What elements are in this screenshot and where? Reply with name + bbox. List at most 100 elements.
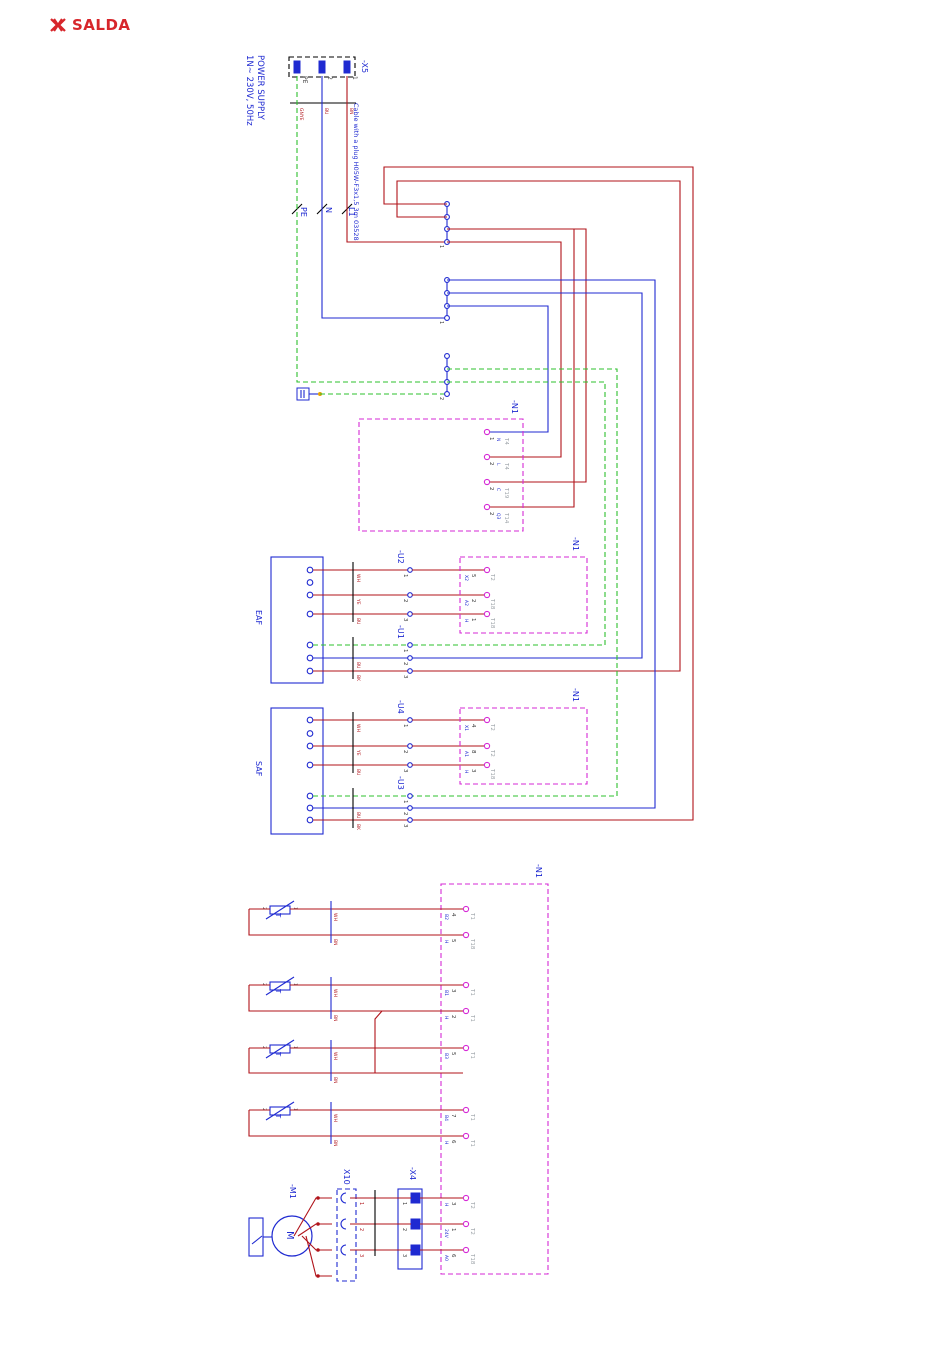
- saf-ctrl-num: 8: [470, 750, 476, 754]
- x10-pin-num: 3: [358, 1254, 364, 1257]
- sensor-t: T1: [469, 1113, 475, 1121]
- saf-port: [306, 730, 314, 737]
- saf-pow-color: BK: [355, 824, 361, 831]
- x5-pin-label: 2: [326, 76, 333, 80]
- motor-term: [462, 1220, 470, 1228]
- thermistor-slash: [265, 900, 295, 920]
- sensor-t: T18: [469, 938, 475, 950]
- saf-box: [270, 707, 324, 835]
- controller-terminal-t: T19: [503, 487, 509, 499]
- x5-connector-box: [288, 56, 356, 78]
- eaf-port: [306, 610, 314, 618]
- x4-pin-num: 2: [401, 1228, 407, 1231]
- x5-pin-label: PE: [301, 76, 308, 84]
- motor-term-t: T2: [469, 1201, 475, 1209]
- sensor-term: [462, 905, 470, 913]
- sensor-wire-color: BN: [332, 1077, 338, 1083]
- x10-pin-num: 1: [358, 1202, 364, 1205]
- sensor-term: [462, 1132, 470, 1140]
- x4-label: -X4: [408, 1167, 417, 1180]
- sensor-t: T1: [469, 988, 475, 996]
- sensor-wire-color: BN: [332, 1015, 338, 1021]
- thermistor-symbol: T: [274, 912, 282, 918]
- saf-ctrl-term: [483, 716, 491, 724]
- motor-lead-dot: [316, 1222, 320, 1226]
- eaf-ctrl-node: [407, 592, 413, 598]
- x10-label: X10: [342, 1169, 351, 1185]
- brand-name: SALDA: [72, 16, 131, 34]
- saf-ctrl-term: [483, 742, 491, 750]
- eaf-port: [306, 641, 314, 649]
- motor-term-t: T2: [469, 1227, 475, 1235]
- sensor-wire: [248, 1110, 463, 1137]
- x10-socket: [340, 1244, 347, 1256]
- thermistor-slash: [265, 976, 295, 996]
- eaf-pow-color: BK: [355, 675, 361, 682]
- saf-label: SAF: [254, 761, 263, 777]
- sensor-num: 7: [450, 1114, 456, 1118]
- eaf-ctrl-num: 1: [470, 618, 476, 622]
- l-to-c: [447, 228, 587, 483]
- eaf-ctrl-t: T2: [489, 573, 495, 581]
- controller-terminal-sig: C: [495, 488, 501, 491]
- saf-port: [306, 792, 314, 800]
- sensor-num: 5: [450, 939, 456, 943]
- motor-term: [462, 1194, 470, 1202]
- pe-label: PE: [299, 207, 308, 217]
- eaf-port: [306, 566, 314, 574]
- motor-term-sig: A0: [443, 1255, 449, 1261]
- saf-ctrl-node: [407, 717, 413, 723]
- l1-label: L1: [347, 207, 356, 217]
- motor-term-num: 6: [450, 1254, 456, 1258]
- l-to-saf: [383, 166, 694, 821]
- sensor-wire-color: WH: [332, 913, 338, 921]
- eaf-pow-node: [407, 655, 413, 661]
- sensor-n1-box: [440, 883, 549, 1275]
- pe-wire: [296, 76, 447, 383]
- eaf-u-pow: -U1: [396, 625, 405, 639]
- terminal-number: 1: [438, 321, 444, 324]
- eaf-box: [270, 556, 324, 684]
- wire-color-gnye: GNYE: [298, 108, 304, 121]
- saf-ctrl-pin: 1: [402, 724, 408, 728]
- motor-lead-dot: [316, 1274, 320, 1278]
- x5-pin-1: [293, 60, 301, 74]
- n-wire: [321, 76, 447, 319]
- eaf-ctrl-t: T18: [489, 617, 495, 629]
- motor-term-sig: H: [443, 1203, 449, 1206]
- saf-ctrl-t: T18: [489, 768, 495, 780]
- saf-u-pow: -U3: [396, 776, 405, 790]
- pe-to-saf: [412, 368, 618, 797]
- controller-terminal-t: T4: [503, 437, 509, 445]
- sensor-sig: B2: [443, 914, 449, 920]
- x5-label: -X5: [360, 60, 369, 73]
- motor-circle: [271, 1215, 313, 1257]
- thermistor-symbol: T: [274, 988, 282, 994]
- saf-n1-label: -N1: [571, 688, 580, 702]
- sensor-num: 4: [450, 913, 456, 917]
- saf-ctrl-sig: H: [463, 770, 469, 773]
- eaf-port: [306, 654, 314, 662]
- sensor-num: 6: [450, 1140, 456, 1144]
- sensor-term: [462, 931, 470, 939]
- motor-term: [462, 1246, 470, 1254]
- eaf-n1-label: -N1: [571, 537, 580, 551]
- sensor-sig: H: [443, 1016, 449, 1019]
- sensor-t: T1: [469, 1051, 475, 1059]
- saf-pow-node: [407, 805, 413, 811]
- motor-term-num: 1: [450, 1228, 456, 1232]
- controller-terminal-sig: N: [495, 438, 501, 441]
- eaf-ctrl-pin: 3: [402, 618, 408, 622]
- motor-lead-dot: [316, 1248, 320, 1252]
- saf-pow-pin: 3: [402, 824, 408, 828]
- sensor-wire-color: WH: [332, 1114, 338, 1122]
- eaf-ctrl-sig: X2: [463, 575, 469, 581]
- saf-ctrl-sig: X1: [463, 725, 469, 731]
- terminal-number: 1: [438, 245, 444, 248]
- saf-ctrl-term: [483, 761, 491, 769]
- thermistor-symbol: T: [274, 1051, 282, 1057]
- l-to-q3: [447, 228, 575, 508]
- eaf-port: [306, 579, 314, 586]
- x10-socket: [340, 1218, 347, 1230]
- sensor-num: 2: [450, 1015, 456, 1019]
